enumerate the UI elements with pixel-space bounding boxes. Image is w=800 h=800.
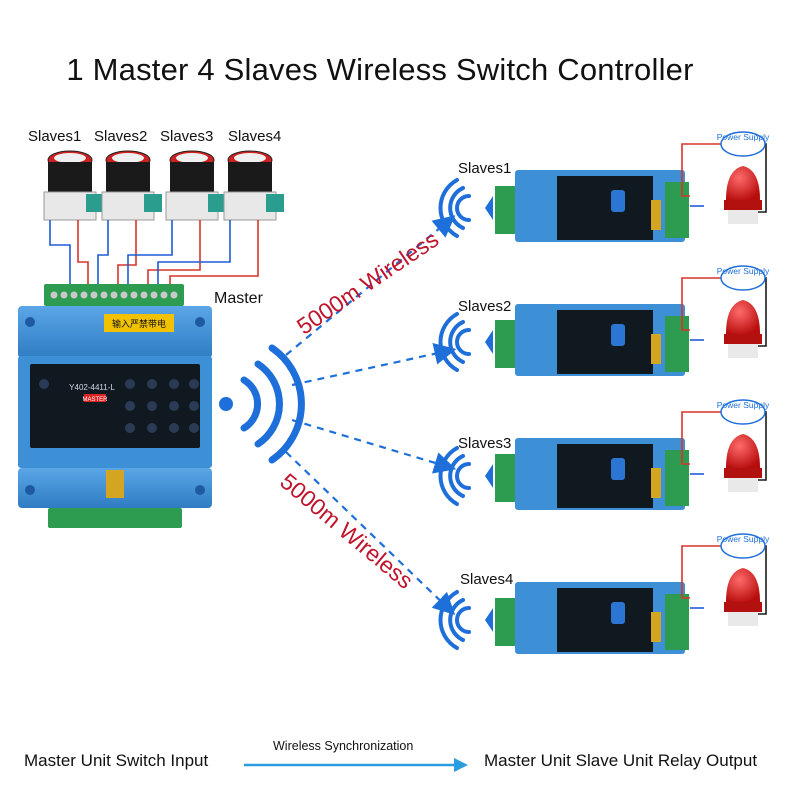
slave-label-1: Slaves1 [458, 160, 512, 177]
master-badge: MASTER [82, 397, 108, 403]
slave-unit-2 [438, 304, 689, 376]
diagram-title: 1 Master 4 Slaves Wireless Switch Contro… [66, 52, 694, 87]
input-label-1: Slaves1 [28, 128, 82, 145]
transmission-arrows [285, 215, 457, 616]
slave-unit-4 [438, 582, 689, 654]
input-label-3: Slaves3 [160, 128, 214, 145]
master-label: Master [214, 290, 263, 307]
sync-arrow [244, 758, 468, 772]
push-button-3 [165, 150, 226, 221]
lamp-2 [681, 265, 767, 358]
slave-unit-3 [438, 438, 689, 510]
lamp-4-power-label: Power Supply [717, 534, 770, 544]
lamp-3 [681, 399, 767, 492]
input-label-2: Slaves2 [94, 128, 148, 145]
push-button-1 [43, 150, 104, 221]
bottom-left-label: Master Unit Switch Input [24, 751, 209, 770]
master-wireless-icon [219, 344, 305, 464]
slave-unit-1 [438, 170, 689, 242]
slave-label-4: Slaves4 [460, 571, 514, 588]
input-wires [49, 220, 259, 285]
slave-label-3: Slaves3 [458, 435, 512, 452]
lamp-2-power-label: Power Supply [717, 266, 770, 276]
lamp-1-power-label: Power Supply [717, 132, 770, 142]
lamp-3-power-label: Power Supply [717, 400, 770, 410]
bottom-right-label: Master Unit Slave Unit Relay Output [484, 751, 758, 770]
input-label-4: Slaves4 [228, 128, 282, 145]
master-unit [18, 284, 212, 528]
slave-label-2: Slaves2 [458, 298, 512, 315]
master-model-label: Y402-4411-L [69, 383, 115, 392]
lamp-4 [681, 533, 767, 626]
lamp-1 [681, 131, 767, 224]
push-button-2 [101, 150, 162, 221]
master-warning-label: 输入严禁带电 [112, 318, 166, 329]
push-button-4 [223, 150, 284, 221]
bottom-middle-label: Wireless Synchronization [273, 739, 414, 753]
